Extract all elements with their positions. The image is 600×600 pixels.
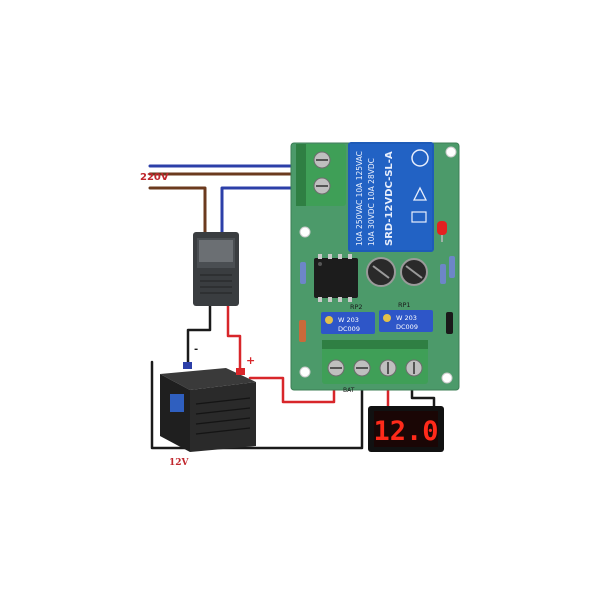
battery-terminal-positive bbox=[236, 368, 245, 375]
terminal-bat-label: BAT bbox=[343, 387, 355, 394]
mains-voltage-label: 220V bbox=[140, 172, 169, 183]
resistor bbox=[300, 262, 306, 284]
mounting-hole bbox=[441, 372, 453, 384]
potentiometer-rp2 bbox=[321, 312, 375, 334]
mains-wire-brown-down bbox=[148, 186, 207, 234]
battery bbox=[160, 362, 256, 452]
adapter-wire-black bbox=[186, 303, 212, 364]
mounting-hole bbox=[445, 146, 457, 158]
led-indicator bbox=[437, 221, 447, 242]
relay-rating-line-2: 10A 30VDC 10A 28VDC bbox=[367, 158, 376, 246]
ic-chip bbox=[314, 254, 358, 302]
voltmeter-reading: 12.0 bbox=[373, 416, 438, 447]
battery-terminal-negative bbox=[183, 362, 192, 369]
mains-wire-blue-down bbox=[220, 186, 308, 234]
battery-wire-red bbox=[248, 376, 336, 404]
battery-wire-black-loop bbox=[150, 360, 364, 450]
battery-positive-label: + bbox=[246, 354, 255, 367]
battery-voltage-label: 12V bbox=[169, 458, 190, 468]
potentiometers: RP2 RP1 W 203 DC009 W 203 DC009 bbox=[321, 301, 433, 334]
pot-left-code: DC009 bbox=[338, 325, 360, 333]
relay-warning-icon bbox=[412, 186, 428, 201]
battery-negative-label: - bbox=[194, 344, 198, 355]
resistor bbox=[449, 256, 455, 278]
relay-logo-icon bbox=[411, 149, 429, 167]
mounting-hole bbox=[299, 226, 311, 238]
diode bbox=[446, 312, 453, 334]
pot-adjust-screw bbox=[383, 314, 391, 322]
adapter-label-sticker bbox=[199, 240, 233, 262]
relay-model: SRD-12VDC-SL-A bbox=[384, 151, 395, 246]
power-adapter bbox=[193, 232, 239, 306]
relay-rating-line-1: 10A 250VAC 10A 125VAC bbox=[355, 151, 364, 246]
capacitors bbox=[366, 257, 428, 287]
relay: 10A 250VAC 10A 125VAC 10A 30VDC 10A 28VD… bbox=[348, 142, 434, 252]
mounting-hole bbox=[299, 366, 311, 378]
pot-left-label: RP2 bbox=[350, 303, 363, 311]
potentiometer-rp1 bbox=[379, 310, 433, 332]
pot-right-code: DC009 bbox=[396, 323, 418, 331]
adapter-wire-red bbox=[226, 303, 242, 374]
diode bbox=[299, 320, 306, 342]
pot-right-marking: W 203 bbox=[396, 314, 417, 322]
pot-left-marking: W 203 bbox=[338, 316, 359, 324]
voltmeter-display: 12.0 bbox=[368, 406, 444, 452]
battery-logo-badge bbox=[170, 394, 184, 412]
pot-right-label: RP1 bbox=[398, 301, 411, 309]
resistors bbox=[299, 256, 455, 342]
relay-cert-icon bbox=[411, 211, 427, 223]
wires bbox=[148, 164, 436, 450]
input-terminal-block bbox=[296, 144, 346, 206]
pot-adjust-screw bbox=[325, 316, 333, 324]
resistor bbox=[440, 264, 446, 284]
output-terminal-block: BAT bbox=[322, 340, 428, 394]
